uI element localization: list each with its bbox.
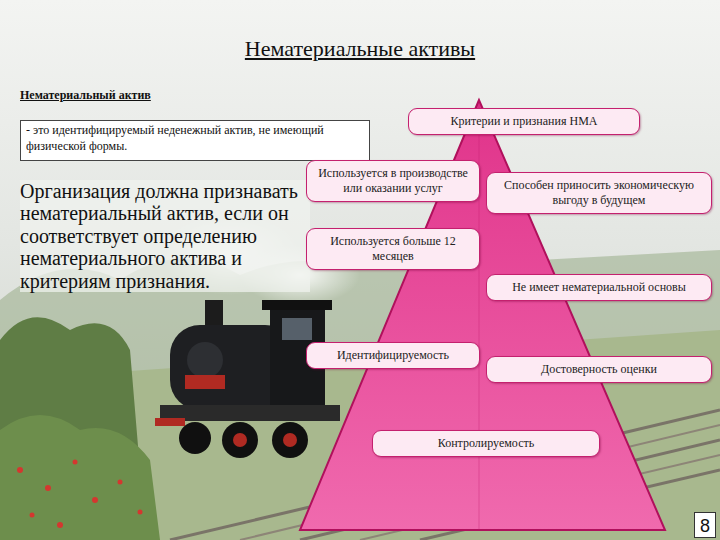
criterion-box: Используется больше 12 месяцев	[306, 228, 480, 270]
recognition-note: Организация должна признавать нематериал…	[20, 180, 310, 292]
criterion-box: Контролируемость	[372, 430, 600, 457]
node-text: Не имеет нематериальной основы	[495, 280, 703, 295]
node-text: - это идентифицируемый неденежный актив,…	[26, 123, 364, 154]
node-text: Достоверность оценки	[495, 362, 703, 377]
criterion-box: Используется в производстве или оказании…	[306, 160, 480, 202]
node-text: Критерии и признания НМА	[417, 114, 631, 129]
criterion-box: Не имеет нематериальной основы	[486, 274, 712, 301]
definition-box: - это идентифицируемый неденежный актив,…	[20, 120, 370, 161]
criterion-box: Способен приносить экономическую выгоду …	[486, 172, 712, 214]
criterion-box: Идентифицируемость	[306, 342, 480, 369]
criterion-box: Достоверность оценки	[486, 356, 712, 383]
node-text: Используется в производстве или оказании…	[315, 166, 471, 196]
node-text: Контролируемость	[381, 436, 591, 451]
node-text: Идентифицируемость	[315, 348, 471, 363]
slide-title: Нематериальные активы	[0, 36, 720, 62]
definition-heading: Нематериальный актив	[20, 88, 151, 103]
criteria-pyramid	[300, 100, 665, 530]
node-text: Используется больше 12 месяцев	[315, 234, 471, 264]
node-text: Способен приносить экономическую выгоду …	[495, 178, 703, 208]
criteria-heading-box: Критерии и признания НМА	[408, 108, 640, 135]
page-number: 8	[694, 512, 716, 538]
